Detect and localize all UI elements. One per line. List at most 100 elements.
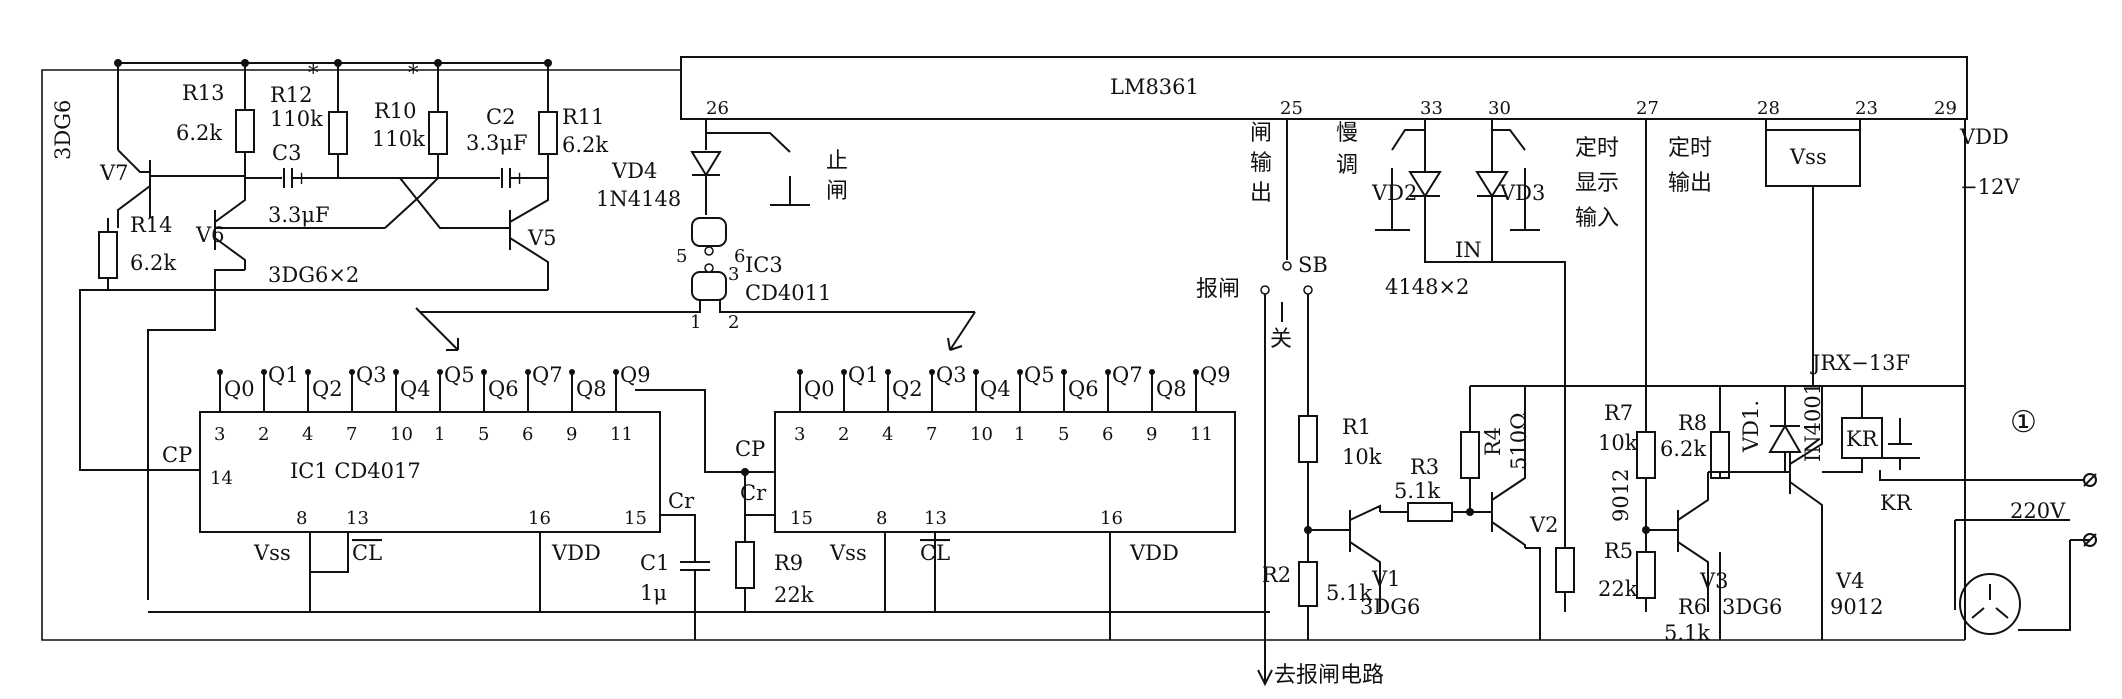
lm8361-pin-29: 29 — [1934, 98, 1957, 119]
timer-display-2: 显示 — [1575, 171, 1619, 196]
relay-contact — [1879, 418, 2085, 481]
pair-type: 3DG6×2 — [268, 263, 359, 287]
ic1-pin-dot-5 — [437, 369, 443, 375]
ic1-chip: IC1 CD4017 CP 14 8 13 16 15 Vss CL VDD C… — [162, 363, 775, 612]
ic2-pin-number-4: 10 — [970, 424, 993, 445]
mains-section: 220V — [1954, 473, 2097, 635]
vd2-label: VD2 — [1371, 181, 1417, 205]
ic1-cr-label: Cr — [668, 489, 695, 513]
ic1-pin-dot-2 — [305, 369, 311, 375]
ic2-cl-pin: 13 — [924, 508, 947, 529]
ic1-output-q1: Q1 — [268, 363, 299, 387]
c2-capacitor — [501, 168, 511, 188]
ic3-input-wires — [420, 300, 975, 313]
cp-feed-wire — [79, 289, 200, 471]
side-9012: 9012 — [1609, 469, 1633, 522]
ic1-pin-number-1: 2 — [258, 424, 269, 445]
stop-switch — [706, 132, 810, 206]
ic2-output-q9: Q9 — [1200, 363, 1231, 387]
ic1-output-q7: Q7 — [532, 363, 563, 387]
c3-label: C3 — [272, 141, 301, 165]
ic1-pin-number-4: 10 — [390, 424, 413, 445]
ic1-output-q5: Q5 — [444, 363, 475, 387]
figure-number: ① — [2010, 405, 2037, 440]
in-series-resistor — [1555, 547, 1575, 593]
ic2-pin-dot-0 — [797, 369, 803, 375]
r5-value: 22k — [1598, 577, 1638, 601]
ic2-cr-pin: 15 — [790, 508, 813, 529]
outer-return-wire — [41, 69, 1965, 641]
ic2-output-q8: Q8 — [1156, 377, 1187, 401]
ic2-output-q2: Q2 — [892, 377, 923, 401]
r3-value: 5.1k — [1394, 479, 1440, 503]
socket-outlet — [1959, 573, 2021, 635]
ic2-output-q6: Q6 — [1068, 377, 1099, 401]
svg-text:+: + — [512, 168, 527, 189]
lm8361-label: LM8361 — [1110, 75, 1199, 99]
vdd-label: VDD — [1959, 125, 2009, 149]
ic1-vdd-pin: 16 — [528, 508, 551, 529]
v7-transistor — [117, 63, 245, 228]
slow-adj-2: 调 — [1336, 153, 1358, 178]
baozha-label: 报闸 — [1196, 277, 1240, 302]
r2-resistor — [1298, 561, 1318, 607]
lm8361-pin-23: 23 — [1855, 98, 1878, 119]
to-alarm-label: 去报闸电路 — [1274, 663, 1384, 688]
c1-capacitor — [680, 561, 710, 571]
ic2-pin-number-9: 11 — [1190, 424, 1213, 445]
ic1-pin-dot-8 — [569, 369, 575, 375]
ic3-label: IC3 — [745, 253, 783, 277]
relay-coil-label: KR — [1846, 427, 1879, 451]
vd2-vd3-section: 慢 调 VD2 VD3 IN 4148×2 定时 显示 输入 — [1336, 119, 1619, 612]
c2-label: C2 — [486, 105, 515, 129]
r13-label: R13 — [182, 81, 225, 105]
lm8361-chip: LM8361 26 25 33 30 27 28 23 29 — [680, 56, 1968, 120]
ic1-pin-number-9: 11 — [610, 424, 633, 445]
gate-output-switch: 闸 输 出 SB 报闸 关 去报闸电路 — [1196, 119, 1384, 688]
ic2-cp-label: CP — [735, 437, 765, 461]
ic2-output-q0: Q0 — [804, 377, 835, 401]
ic2-vss-pin: 8 — [876, 508, 887, 529]
vd4-label: VD4 — [611, 159, 657, 183]
ic2-vss-cl-wires — [884, 532, 936, 612]
slow-adj-1: 慢 — [1336, 121, 1358, 146]
ic1-output-q8: Q8 — [576, 377, 607, 401]
ic1-pin-dot-1 — [261, 369, 267, 375]
cross-wire-a — [338, 177, 470, 229]
ic1-pin-number-3: 7 — [346, 424, 357, 445]
v1-type: 3DG6 — [1360, 595, 1420, 619]
ic1-cp-pin: 14 — [210, 468, 233, 489]
lm8361-pin-33: 33 — [1420, 98, 1443, 119]
zha-out-3: 出 — [1250, 181, 1272, 206]
v3-type: 3DG6 — [1722, 595, 1782, 619]
ic1-output-q6: Q6 — [488, 377, 519, 401]
r10-resistor — [428, 111, 448, 155]
diodes-label: 4148×2 — [1385, 275, 1469, 299]
vd4-type: 1N4148 — [596, 187, 681, 211]
r14-value: 6.2k — [130, 251, 176, 275]
ic1-cr-wire — [660, 514, 696, 540]
ic1-cr-pin: 15 — [624, 508, 647, 529]
v6-transistor — [214, 178, 246, 270]
ic1-pin-dot-9 — [613, 369, 619, 375]
timer-out-2: 输出 — [1668, 171, 1712, 196]
ic2-pin-dot-7 — [1105, 369, 1111, 375]
relay-label: JRX−13F — [1810, 351, 1910, 375]
r1-value: 10k — [1342, 445, 1382, 469]
ic2-pin-dot-3 — [929, 369, 935, 375]
vd1-label: VD1. — [1739, 400, 1763, 453]
r4-resistor — [1460, 431, 1480, 479]
ic1-label: IC1 CD4017 — [290, 459, 421, 483]
lm8361-pin-27: 27 — [1636, 98, 1659, 119]
ic2-pin-number-8: 9 — [1146, 424, 1157, 445]
v3-label: V3 — [1699, 569, 1729, 593]
ic2-pin-number-2: 4 — [882, 424, 893, 445]
vss-box — [1765, 129, 1861, 187]
r9-resistor — [735, 541, 755, 589]
c3-capacitor — [283, 168, 293, 188]
ic1-cp-label: CP — [162, 443, 192, 467]
vd4-diode — [690, 151, 722, 177]
ic2-output-q1: Q1 — [848, 363, 879, 387]
c1-label: C1 — [640, 551, 669, 575]
